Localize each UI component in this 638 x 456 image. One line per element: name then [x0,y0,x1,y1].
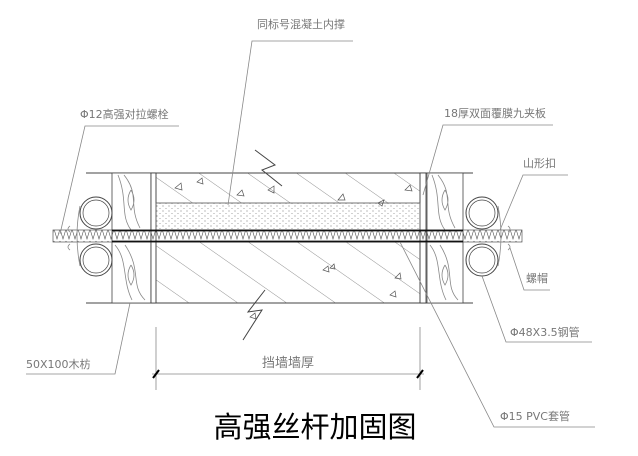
break-line-top [254,149,283,187]
svg-text:Φ48X3.5钢管: Φ48X3.5钢管 [510,325,580,339]
svg-text:Φ12高强对拉螺栓: Φ12高强对拉螺栓 [80,107,169,121]
label-pvc-sleeve: Φ15 PVC套管 [399,241,595,428]
concrete-upper [155,172,421,204]
label-plywood: 18厚双面覆膜九夹板 [422,106,553,196]
svg-text:50X100木枋: 50X100木枋 [26,357,91,371]
svg-text:18厚双面覆膜九夹板: 18厚双面覆膜九夹板 [444,106,546,120]
concrete-brace-fill [155,202,421,231]
svg-text:螺帽: 螺帽 [526,272,548,285]
wall-thickness-dimension: 挡墙墙厚 [152,327,424,390]
label-clip: 山形扣 [499,156,568,231]
steel-pipes [79,196,499,277]
drawing-title: 高强丝杆加固图 [213,410,416,444]
svg-text:Φ15 PVC套管: Φ15 PVC套管 [500,409,570,423]
label-concrete-brace: 同标号混凝土内撑 [227,17,353,206]
aggregate-triangles [174,177,413,320]
label-timber: 50X100木枋 [26,302,131,375]
label-nut: 螺帽 [509,247,550,291]
bolt-rod [52,229,523,243]
svg-text:同标号混凝土内撑: 同标号混凝土内撑 [257,17,345,31]
concrete-lower [155,241,421,304]
break-line-bottom [242,289,266,341]
label-steel-pipe: Φ48X3.5钢管 [481,275,592,343]
svg-text:挡墙墙厚: 挡墙墙厚 [262,356,314,371]
label-bolt: Φ12高强对拉螺栓 [59,107,179,235]
svg-text:山形扣: 山形扣 [523,156,556,170]
clips [67,205,511,267]
